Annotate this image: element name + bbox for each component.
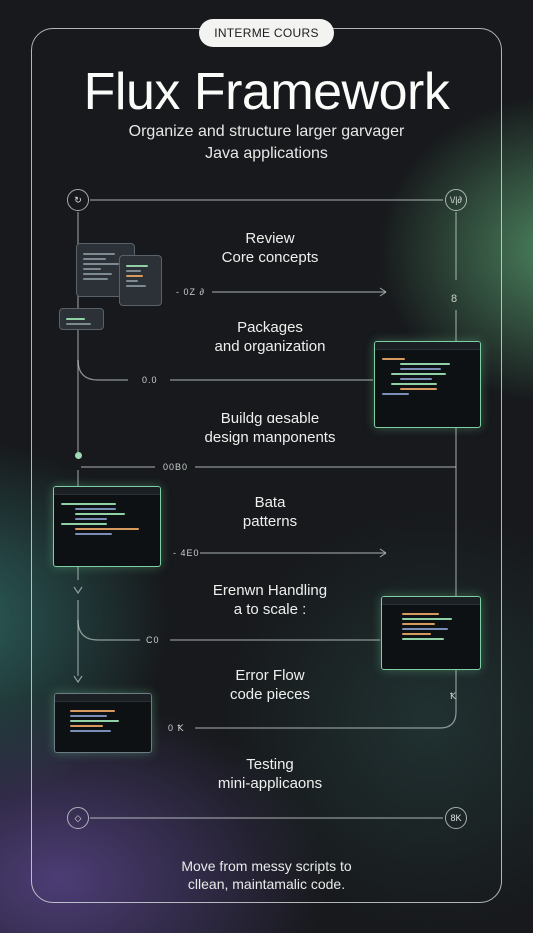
step-subtitle: and organization: [214, 338, 326, 355]
top-left-refresh-icon: ↻: [67, 189, 89, 211]
step-subtitle: code pieces: [229, 686, 311, 703]
bottom-right-badge-icon: 8K: [445, 807, 467, 829]
step-subtitle: design manponents: [204, 429, 336, 446]
course-level-badge: INTERME COURS: [199, 19, 334, 47]
chain-link-icon: 8: [451, 293, 459, 305]
step-patterns: Bata patterns: [150, 493, 390, 531]
code-window-illustration: [54, 693, 152, 753]
footer-tagline: Move from messy scripts to cllean, maint…: [0, 857, 533, 893]
bottom-left-diamond-icon: ◇: [67, 807, 89, 829]
connector-label-5: C0: [146, 635, 160, 645]
step-subtitle: mini-applicaons: [217, 775, 323, 792]
connector-label-2: 0.0: [142, 375, 158, 385]
step-title: Testing: [246, 756, 294, 773]
code-window-illustration: [374, 341, 481, 428]
footer-line-1: Move from messy scripts to: [181, 858, 352, 874]
subtitle-line-2: Java applications: [205, 145, 328, 162]
connector-label-1: - 0Z ∂: [176, 287, 205, 297]
step-reusable-components: Buildg ɑesable design manponents: [150, 409, 390, 447]
step-subtitle: Core concepts: [221, 249, 319, 266]
step-packages: Packages and organization: [150, 318, 390, 356]
step-subtitle: a to scale :: [233, 601, 307, 618]
connector-label-3: 00B0: [163, 462, 189, 472]
connector-label-4: - 4E0: [173, 548, 200, 558]
step-error-handling: Erenwn Handling a to scale :: [150, 581, 390, 619]
code-window-illustration: [381, 596, 481, 670]
step-review: Review Core concepts: [150, 229, 390, 267]
code-card-illustration: [119, 255, 162, 306]
code-card-illustration: [59, 308, 104, 330]
step-testing: Testing mini-applicaons: [150, 755, 390, 793]
step-title: Error Flow: [235, 667, 305, 684]
step-title: Packages: [237, 319, 303, 336]
step-error-flow: Error Flow code pieces: [150, 666, 390, 704]
step-title: Buildg ɑesable: [220, 410, 320, 427]
connector-label-6: 0 Ꝁ: [168, 723, 185, 733]
subtitle-line-1: Organize and structure larger garvager: [128, 123, 405, 140]
footer-line-2: cllean, maintamalic code.: [187, 876, 346, 892]
page-subtitle: Organize and structure larger garvager J…: [0, 121, 533, 165]
code-window-illustration: [53, 486, 161, 567]
top-right-branch-icon: \/|∂: [445, 189, 467, 211]
step-subtitle: patterns: [242, 513, 298, 530]
connector-label-7: Ꝁ: [450, 691, 457, 701]
step-title: Erenwn Handling: [212, 582, 328, 599]
timeline-dot: [75, 452, 82, 459]
step-title: Bata: [254, 494, 286, 511]
page-title: Flux Framework: [83, 63, 450, 121]
step-title: Review: [245, 230, 295, 247]
